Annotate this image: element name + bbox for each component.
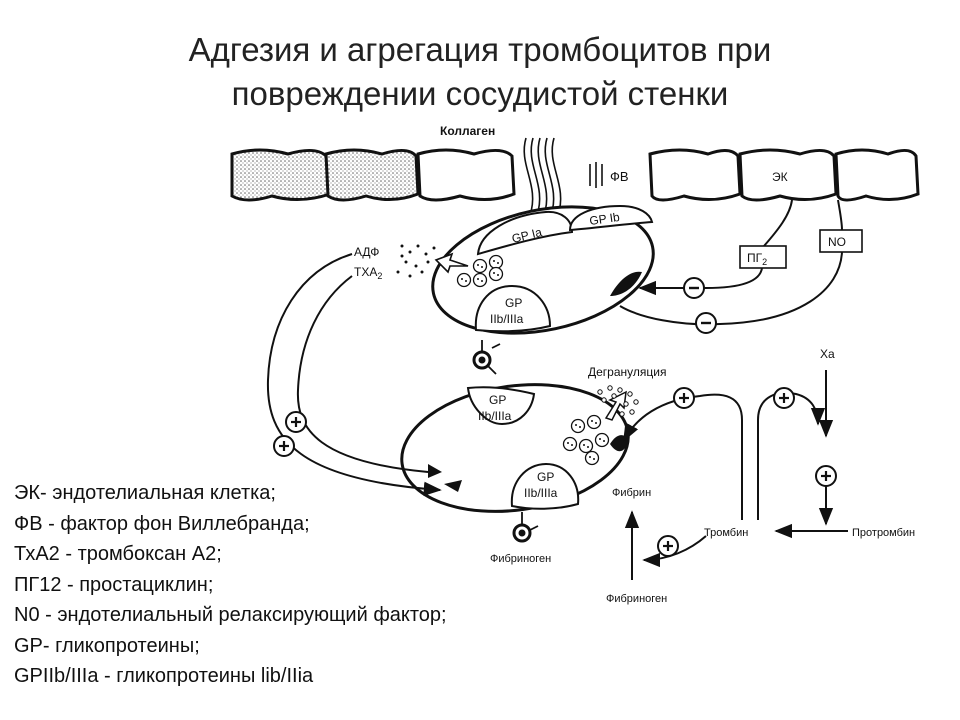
pg2-label: ПГ2 [747, 251, 767, 267]
plus-sign-loop-2 [273, 435, 295, 457]
legend-item: ЭК- эндотелиальная клетка; [14, 482, 276, 504]
receptor-wedge-loop-1 [428, 464, 442, 478]
title-line-1: Адгезия и агрегация тромбоцитов при [188, 31, 772, 68]
endothelial-cell-ek [738, 148, 838, 202]
gp-iib-iiia-mid-label-1: GP [489, 393, 506, 407]
plus-sign-loop-1 [285, 411, 307, 433]
plus-sign-xa [815, 465, 837, 487]
adp-label: АДФ [354, 245, 379, 259]
fibrin-label: Фибрин [612, 487, 651, 499]
legend-item: ТхА2 - тромбоксан А2; [14, 543, 222, 565]
thrombin-label: Тромбин [704, 527, 748, 539]
no-inhibit-arrow [619, 251, 843, 326]
legend: ЭК- эндотелиальная клетка; ФВ - фактор ф… [14, 478, 447, 692]
granules-bottom [562, 414, 610, 466]
released-dots-top [396, 244, 436, 278]
degranulation-arrow [604, 390, 627, 421]
granules-bottom-marks [567, 420, 605, 460]
fibrinogen-label-1: Фибриноген [490, 553, 551, 565]
legend-item: ФВ - фактор фон Виллебранда; [14, 512, 310, 535]
legend-item: N0 - эндотелиальный релаксирующий фактор… [14, 604, 447, 626]
plus-sign-fibrinogen [657, 535, 679, 557]
gp-iib-iiia-low-label-1: GP [537, 470, 554, 484]
gp-iib-iiia-top-receptor [474, 284, 552, 333]
endothelial-cell-4 [648, 148, 742, 202]
minus-sign-2 [695, 312, 717, 334]
fibrinogen-label-2: Фибриноген [606, 593, 667, 605]
plus-sign-thrombin-2 [773, 387, 795, 409]
gp-iib-iiia-low-label-2: IIb/IIIa [524, 486, 558, 500]
thrombin-to-fibrinogen-arrow [642, 535, 707, 568]
no-label: NO [828, 235, 846, 249]
vwf-label: ФВ [610, 169, 629, 184]
pg2-box [739, 245, 787, 269]
minus-sign-1 [683, 277, 705, 299]
fibrinogen-bottom [512, 512, 539, 543]
page-title: Адгезия и агрегация тромбоцитов при повр… [0, 28, 960, 116]
receptor-wedge-loop-2 [444, 480, 462, 492]
gp-ia-receptor [476, 210, 574, 256]
title-line-2: повреждении сосудистой стенки [231, 75, 729, 112]
legend-item: GPIIb/IIIa - гликопротеины lib/IIia [14, 665, 314, 687]
fibrinogen-bridge [472, 340, 501, 375]
adp-feedback-loop-outer [266, 253, 442, 497]
gp-iib-iiia-mid-label-2: IIb/IIIa [478, 409, 512, 423]
ek-to-pg2-line [763, 199, 793, 247]
vwf-strands [589, 162, 603, 188]
release-arrow-top [434, 252, 469, 274]
plus-sign-thrombin-1 [673, 387, 695, 409]
degranulation-label: Дегрануляция [588, 365, 666, 379]
xa-label: Xa [820, 347, 835, 361]
gp-iib-iiia-low-receptor [510, 462, 580, 510]
txa2-feedback-loop-inner [296, 275, 429, 473]
prothrombin-label: Протромбин [852, 527, 915, 539]
txa2-label: ТХА2 [354, 265, 382, 281]
ek-label: ЭК [772, 170, 788, 184]
degranulation-dots [597, 385, 639, 417]
gp-iib-iiia-top-label-2: IIb/IIIa [490, 312, 524, 326]
endothelial-wall [230, 148, 920, 202]
ek-to-no-line [837, 199, 843, 231]
thrombin-feedback-loop [757, 391, 826, 520]
gp-iib-iiia-mid-receptor [466, 386, 536, 426]
legend-item: GP- гликопротеины; [14, 634, 200, 657]
endothelial-cell-3 [416, 148, 516, 202]
granules-top-marks [461, 260, 499, 282]
endothelial-cell-2 [324, 148, 420, 202]
receptor-wedge-top [610, 271, 642, 296]
collagen-label: Коллаген [440, 124, 495, 138]
gp-ib-label: GP Ib [588, 210, 620, 228]
legend-item: ПГ12 - простациклин; [14, 573, 214, 596]
granules-top [456, 254, 504, 288]
endothelial-cell-6 [834, 148, 920, 202]
gp-iib-iiia-top-label-1: GP [505, 296, 522, 310]
pg2-inhibit-arrow [638, 267, 763, 296]
thrombin-to-platelet-loop [623, 393, 743, 520]
endothelial-cell-1 [230, 148, 332, 202]
gp-ib-receptor [568, 204, 654, 232]
